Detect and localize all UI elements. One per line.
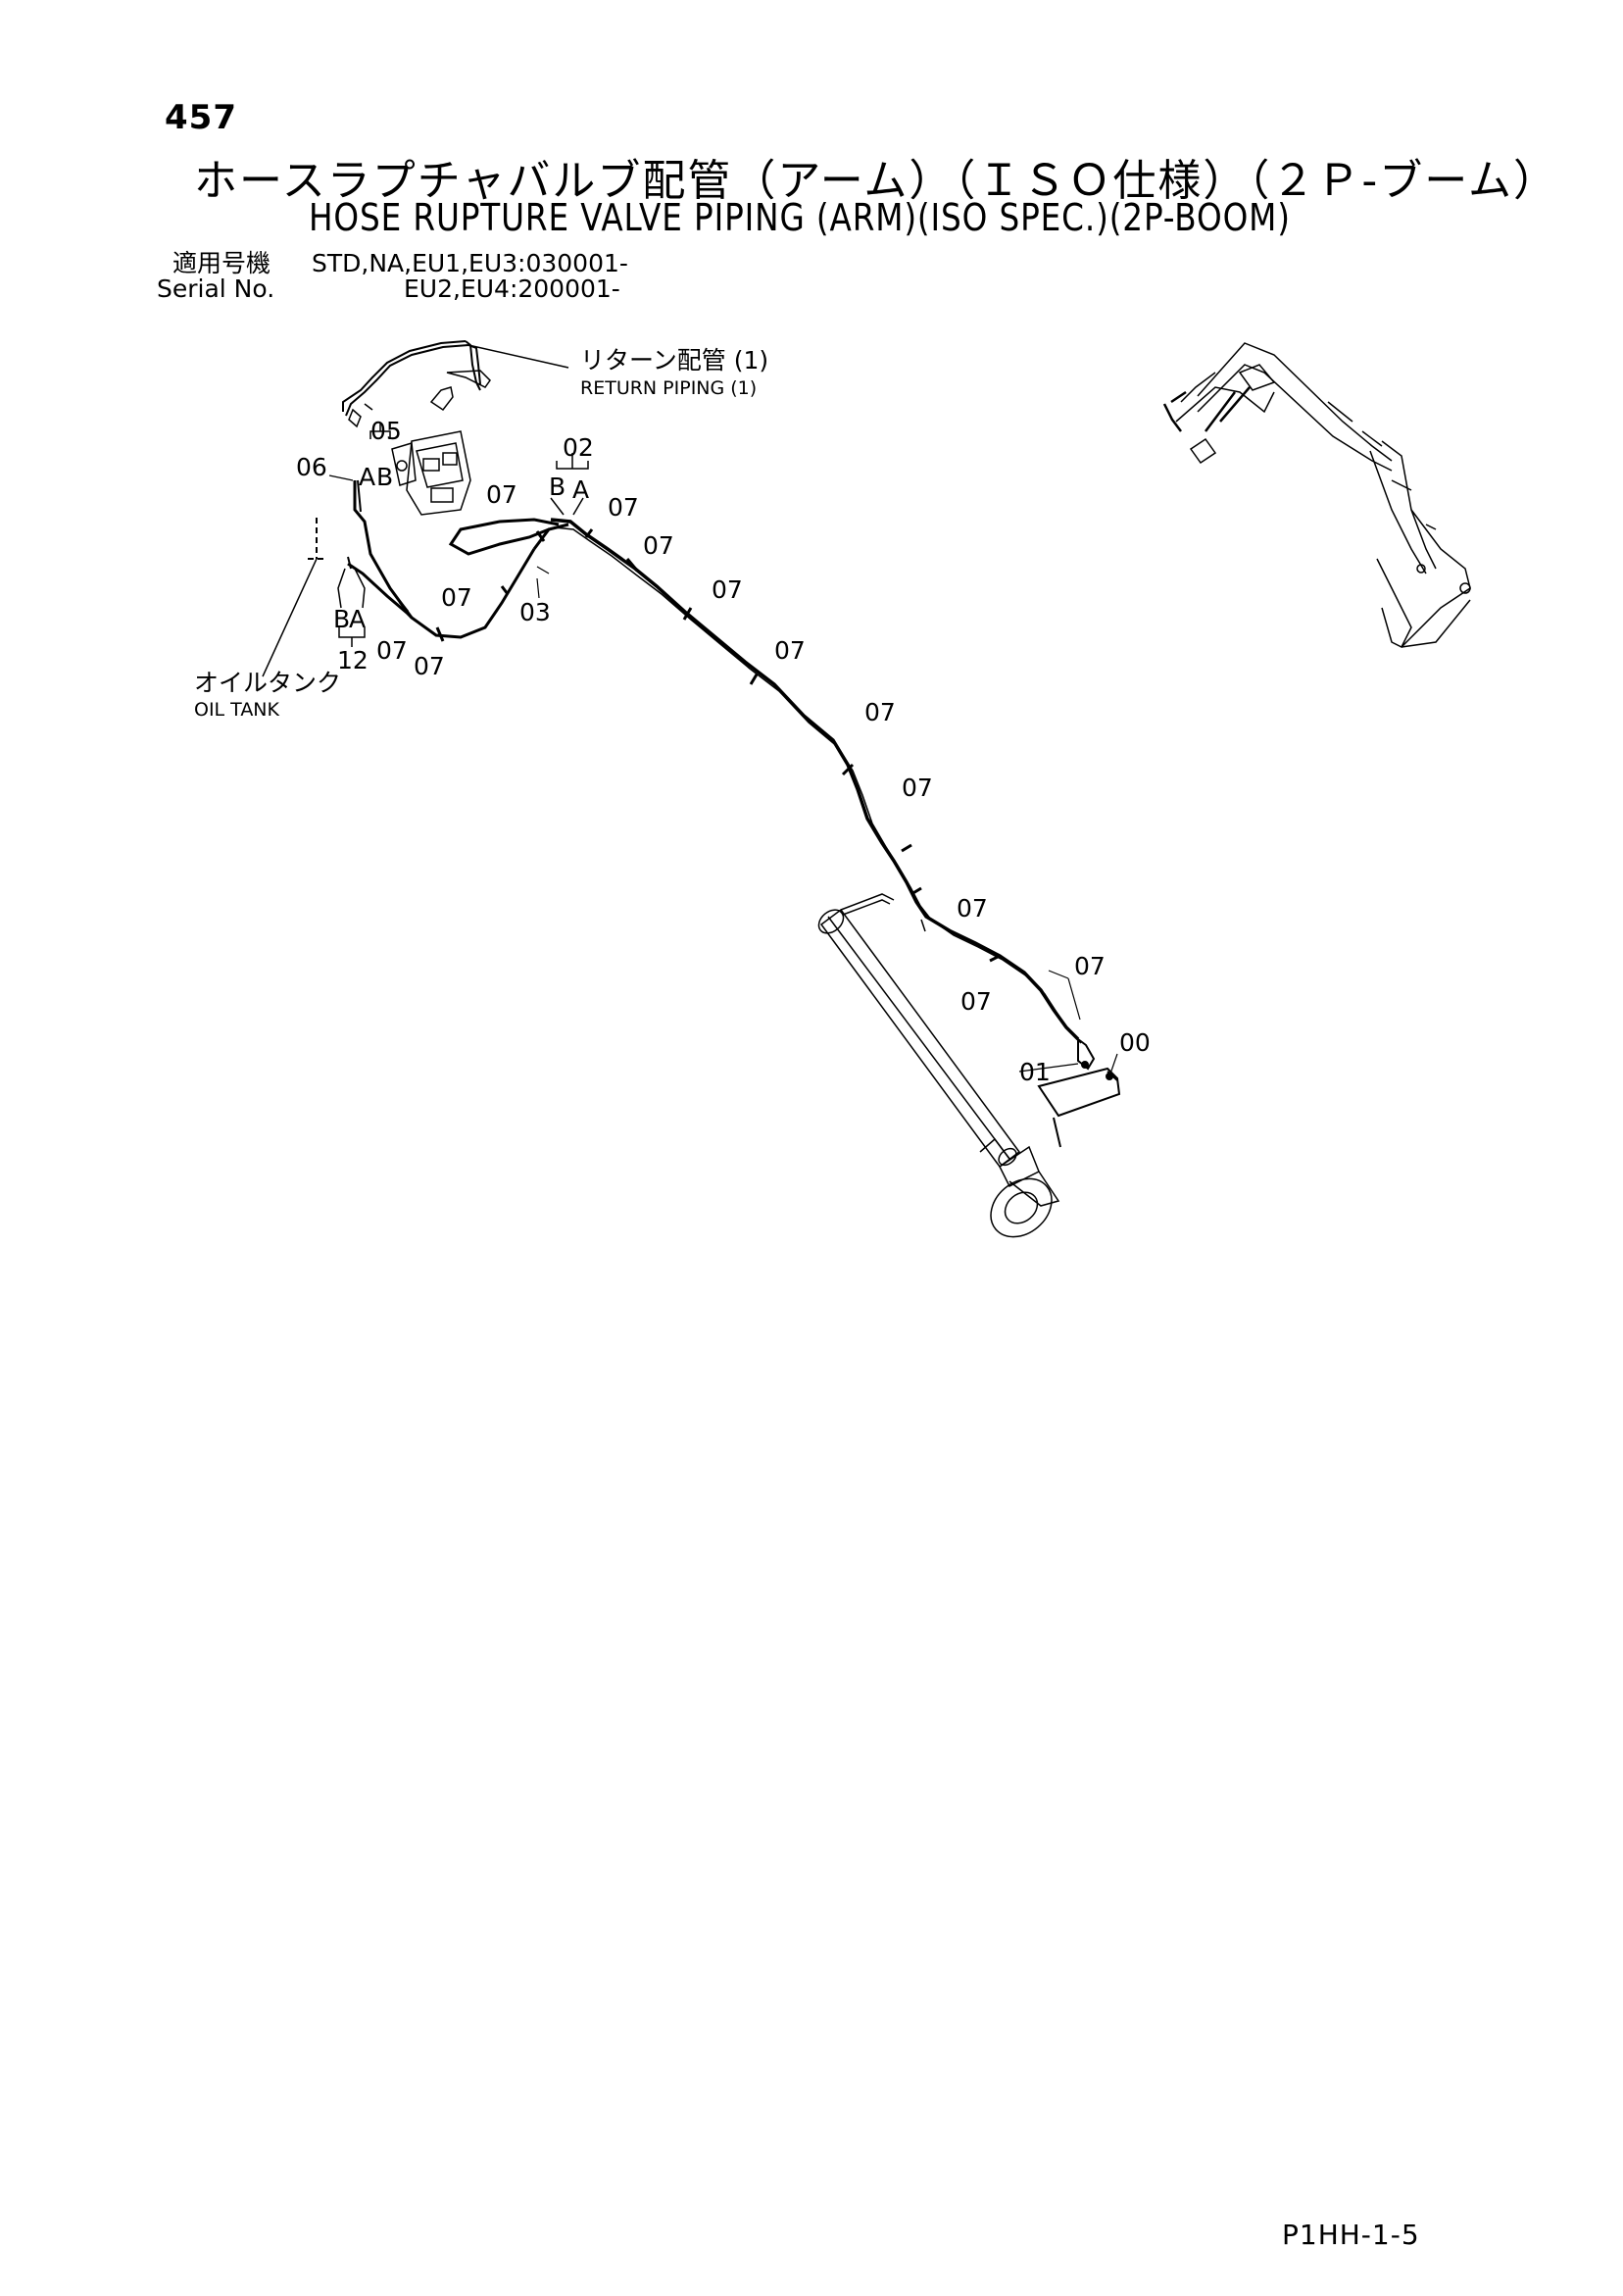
port-group-02-bracket [550,453,589,516]
oil-tank-leader [262,558,318,677]
label-leaders [328,474,1118,1077]
return-piping-label-jp: リターン配管 (1) [580,346,768,374]
part-label-07-a: 07 [486,480,517,509]
part-label-07-l: 07 [376,636,408,665]
part-label-02: 02 [563,433,594,462]
part-label-07-j: 07 [960,987,992,1016]
document-code: P1HH-1-5 [1282,2219,1420,2251]
hose-clamps [398,528,1001,963]
serial-value-1: STD,NA,EU1,EU3:030001- [312,249,628,277]
part-label-07-c: 07 [643,531,674,560]
port-label-a-05: A [359,463,375,491]
part-label-07-d: 07 [712,575,743,604]
title-japanese: ホースラプチャバルブ配管（アーム）（ＩＳＯ仕様）（２Ｐ-ブーム） [194,156,1558,206]
port-group-05-bracket [369,424,391,439]
serial-value-2: EU2,EU4:200001- [404,275,620,303]
port-label-a-02: A [572,475,589,504]
port-label-b-12: B [333,605,350,633]
port-label-b-05: B [376,463,393,491]
port-label-b-02: B [549,473,566,501]
excavator-arm-sketch [1162,342,1471,649]
port-group-12-bracket [337,568,366,647]
oil-tank-label-en: OIL TANK [194,699,280,721]
serial-label-japanese: 適用号機 [172,249,271,277]
part-label-07-e: 07 [774,636,806,665]
port-label-a-12: A [349,605,366,633]
page-number: 457 [165,98,237,137]
part-label-06: 06 [296,453,327,481]
part-label-07-f: 07 [864,698,896,726]
serial-label-english: Serial No. [157,275,275,303]
title-english: HOSE RUPTURE VALVE PIPING (ARM)(ISO SPEC… [309,196,1291,239]
part-label-12: 12 [337,646,369,674]
part-label-07-b: 07 [608,493,639,522]
control-valve-block [348,403,471,516]
part-label-07-g: 07 [902,774,933,802]
return-piping-label-en: RETURN PIPING (1) [580,377,757,399]
part-label-07-k: 07 [441,583,472,612]
part-label-07-m: 07 [414,652,445,680]
hose-loop-left [347,479,536,639]
main-hose [550,518,1082,1044]
hose-loop-top [448,518,569,556]
part-label-01: 01 [1019,1058,1051,1086]
oil-tank-stub [308,518,325,560]
part-label-07-h: 07 [957,894,988,923]
oil-tank-label-jp: オイルタンク [194,669,341,697]
part-label-03: 03 [519,598,551,626]
hose-rupture-valve [1037,1037,1121,1148]
return-piping [342,340,569,417]
part-label-07-i: 07 [1074,952,1106,980]
part-label-00: 00 [1119,1028,1151,1057]
part-label-05: 05 [370,417,402,445]
arm-cylinder [817,893,1060,1238]
